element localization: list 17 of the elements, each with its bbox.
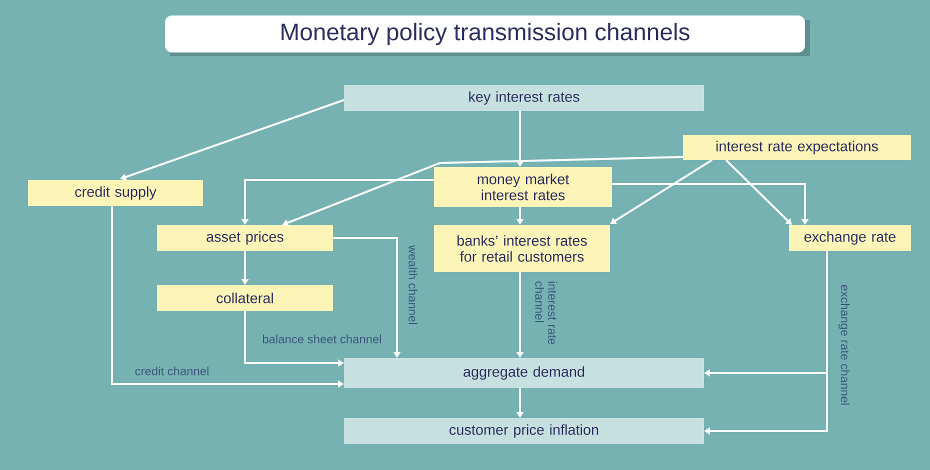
- title-box: Monetary policy transmission channels: [165, 16, 810, 56]
- process-box: banks’ interest rates for retail customers: [434, 225, 610, 272]
- process-box: asset prices: [157, 225, 333, 251]
- edge-label: credit channel: [134, 366, 210, 376]
- process-box: credit supply: [28, 180, 203, 206]
- process-box: money market interest rates: [434, 167, 612, 207]
- edge-label: exchange rate channel: [837, 284, 851, 406]
- edge-label: balance sheet channel: [261, 334, 383, 344]
- process-box: customer price inflation: [344, 418, 704, 444]
- process-box: aggregate demand: [344, 358, 704, 388]
- process-box: exchange rate: [789, 225, 911, 251]
- edge-label: wealth channel: [408, 244, 418, 326]
- process-box: interest rate expectations: [683, 135, 911, 160]
- process-box: collateral: [157, 285, 333, 311]
- edge-label: interest rate channel: [534, 280, 558, 350]
- arrow: [725, 159, 792, 225]
- process-box: key interest rates: [344, 85, 704, 111]
